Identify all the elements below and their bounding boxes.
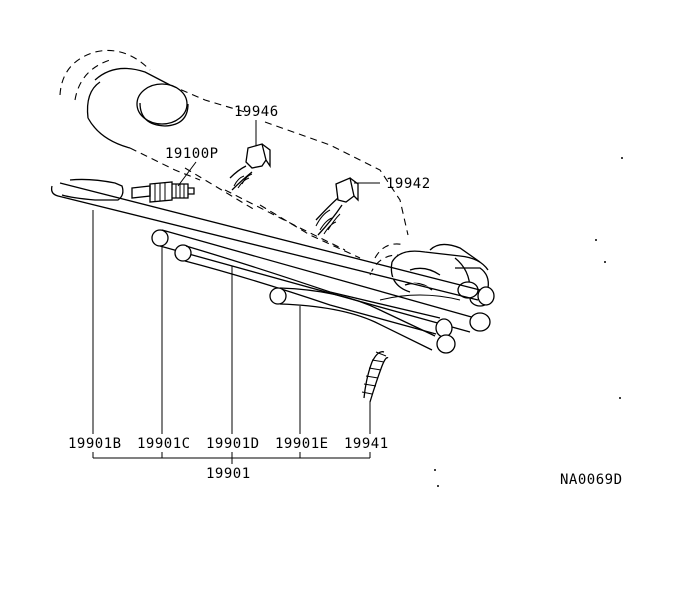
label-19901: 19901 [206,466,251,482]
wire-19901b [50,178,495,306]
label-19100p: 19100P [165,146,219,162]
distributor-cap [369,243,491,307]
label-19901b: 19901B [68,436,122,452]
clamp-19941 [361,351,389,403]
wire-19901c [151,229,491,333]
wire-19901d [174,244,453,338]
clamp-19946 [229,143,271,191]
label-19901e: 19901E [275,436,329,452]
label-19941: 19941 [344,436,389,452]
scan-dots [434,157,623,487]
figure-code: NA0069D [560,472,623,488]
clamp-19942 [315,177,359,236]
leader-lines [92,120,380,464]
wire-19901e [269,287,461,354]
label-19901c: 19901C [137,436,191,452]
label-19942: 19942 [386,176,431,192]
label-19901d: 19901D [206,436,260,452]
spark-plug [131,181,195,203]
label-19946: 19946 [234,104,279,120]
cylinder-head-outline [59,49,409,259]
